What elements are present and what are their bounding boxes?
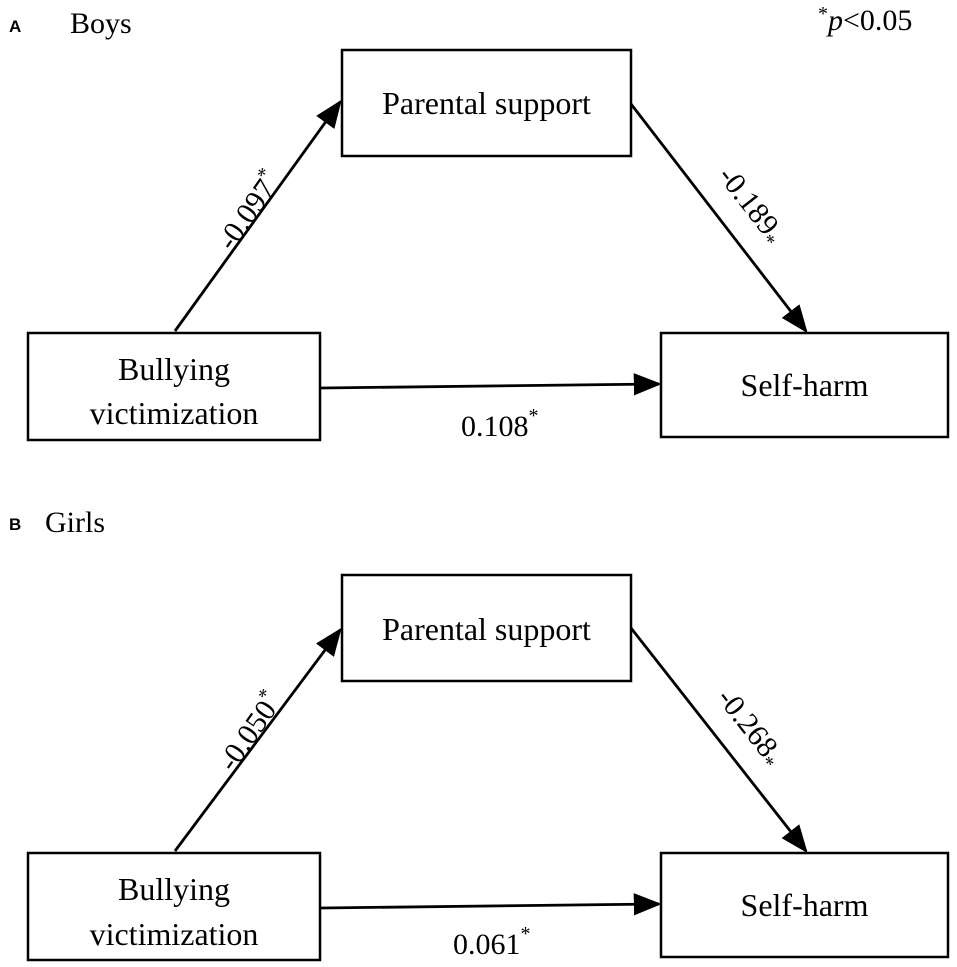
panel-b-predictor-label-line2: victimization (90, 916, 259, 952)
panel-b-outcome-node: Self-harm (659, 851, 950, 959)
panel-a-arrow-c (320, 373, 662, 396)
panel-b-mediator-node: Parental support (340, 573, 633, 683)
panel-a-title: Boys (70, 7, 132, 40)
panel-b-mediator-label: Parental support (382, 611, 591, 647)
panel-a-outcome-node: Self-harm (659, 331, 950, 439)
panel-b-coef-c: 0.061* (453, 923, 531, 961)
panel-a-predictor-node: Bullying victimization (26, 331, 322, 442)
panel-a-predictor-label-line1: Bullying (118, 351, 230, 387)
panel-b-outcome-label: Self-harm (741, 887, 869, 923)
panel-a-letter: A (9, 17, 21, 36)
panel-a-arrow-b (629, 103, 808, 334)
panel-b-predictor-label-line1: Bullying (118, 871, 230, 907)
note-threshold: <0.05 (843, 4, 912, 37)
panel-a-predictor-label-line2: victimization (90, 395, 259, 431)
panel-b-letter: B (9, 515, 21, 534)
panel-b-title: Girls (45, 506, 105, 539)
panel-b-predictor-node: Bullying victimization (26, 851, 322, 962)
panel-a-coef-c: 0.108* (461, 405, 539, 443)
panel-b-arrow-a (173, 627, 342, 852)
panel-b-arrow-b (629, 627, 808, 854)
panel-a-coef-a: -0.097* (208, 164, 288, 256)
panel-a-coef-b: -0.189* (708, 160, 791, 252)
panel-b-coef-a: -0.050* (209, 685, 289, 777)
panel-a-outcome-label: Self-harm (741, 367, 869, 403)
panel-a: A Boys Parental support Bullying victimi… (9, 7, 950, 443)
panel-a-arrow-a (173, 99, 342, 332)
panel-a-mediator-node: Parental support (340, 48, 633, 158)
panel-b-arrow-c (320, 893, 662, 916)
panel-b-coef-b: -0.268* (707, 682, 790, 774)
note-star: * (818, 3, 828, 25)
note-p: p (826, 4, 843, 37)
significance-note: *p<0.05 (818, 3, 912, 37)
panel-b: B Girls Parental support Bullying victim… (9, 506, 950, 962)
panel-a-mediator-label: Parental support (382, 85, 591, 121)
